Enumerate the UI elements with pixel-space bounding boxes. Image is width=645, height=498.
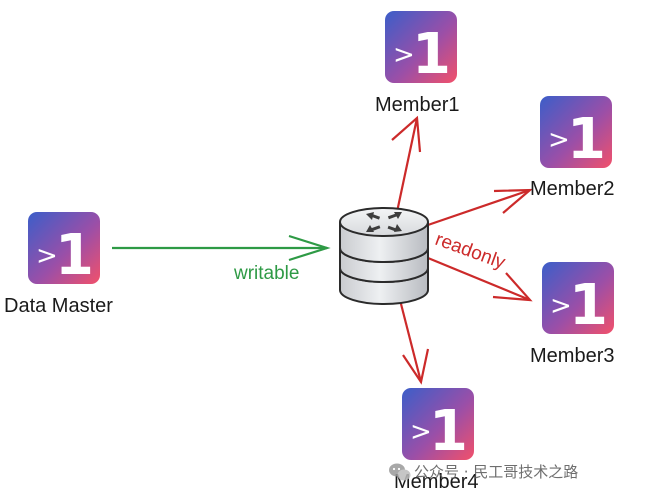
edge-master-to-hub xyxy=(112,234,331,262)
svg-text:>: > xyxy=(548,125,570,155)
svg-text:1: 1 xyxy=(412,22,451,87)
writable-label: writable xyxy=(233,263,299,284)
svg-text:1: 1 xyxy=(55,223,94,288)
wechat-icon xyxy=(389,463,411,481)
member1-terminal-icon: > 1 xyxy=(385,11,457,87)
router-icon xyxy=(339,207,429,305)
svg-text:1: 1 xyxy=(569,273,608,338)
readonly-label: readonly xyxy=(432,229,508,274)
edge-hub-to-member4 xyxy=(398,299,430,385)
edge-hub-to-member2 xyxy=(424,188,534,228)
watermark: 公众号 · 民工哥技术之路 xyxy=(389,463,578,481)
svg-text:>: > xyxy=(410,417,432,447)
svg-text:>: > xyxy=(393,40,415,70)
svg-text:1: 1 xyxy=(567,107,606,172)
member3-terminal-icon: > 1 xyxy=(542,262,614,338)
master-label: Data Master xyxy=(4,295,113,317)
edge-hub-to-member3 xyxy=(427,256,533,302)
member4-terminal-icon: > 1 xyxy=(402,388,474,464)
svg-text:>: > xyxy=(550,291,572,321)
svg-text:1: 1 xyxy=(429,399,468,464)
edge-hub-to-member1 xyxy=(391,115,422,213)
member2-label: Member2 xyxy=(530,178,614,200)
member1-label: Member1 xyxy=(375,94,459,116)
master-terminal-icon: > 1 xyxy=(28,212,100,288)
member3-label: Member3 xyxy=(530,345,614,367)
svg-text:>: > xyxy=(36,241,58,271)
member2-terminal-icon: > 1 xyxy=(540,96,612,172)
member4-label: Member4 xyxy=(394,471,478,493)
watermark-text: 公众号 · 民工哥技术之路 xyxy=(414,463,578,481)
